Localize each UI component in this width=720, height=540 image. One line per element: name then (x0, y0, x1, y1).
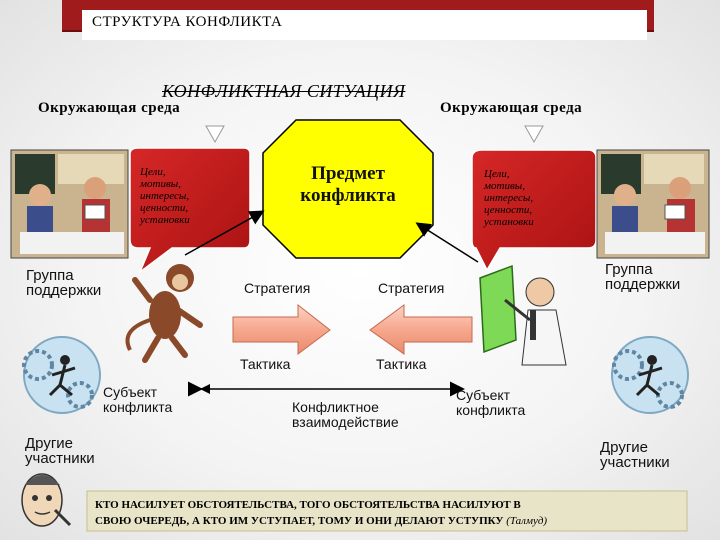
quote-box (86, 490, 688, 532)
quote-line2: СВОЮ ОЧЕРЕДЬ, А КТО ИМ УСТУПАЕТ, ТОМУ И … (95, 515, 504, 527)
quote-line1: КТО НАСИЛУЕТ ОБСТОЯТЕЛЬСТВА, ТОГО ОБСТОЯ… (95, 499, 521, 511)
conflict-interaction-line: взаимодействие (292, 414, 399, 430)
support-group-left: Группа поддержки (26, 268, 101, 298)
bubble-left-line: Цели, (140, 166, 166, 178)
quote-source: (Талмуд) (506, 515, 548, 527)
conflict-subject-right-line: конфликта (456, 402, 526, 418)
bubble-right-line: Цели, (484, 168, 510, 180)
lecturer-icon (479, 264, 567, 366)
triangle-left-icon (205, 125, 225, 144)
subject-label: Предмет конфликта (282, 163, 414, 207)
conflict-subject-left-line: конфликта (103, 399, 173, 415)
bubble-right-text: Цели, мотивы, интересы, ценности, устано… (484, 168, 534, 228)
page-title: СТРУКТУРА КОНФЛИКТА (92, 14, 283, 30)
support-group-right: Группа поддержки (605, 262, 680, 292)
conflict-subject-left-line: Субъект (103, 384, 158, 400)
bubble-left-line: мотивы, (140, 178, 181, 190)
other-participants-left-line: участники (25, 450, 95, 467)
title-bar-inner (82, 10, 647, 40)
bubble-right (471, 149, 597, 272)
tactics-right-label: Тактика (376, 356, 427, 372)
triangle-right-icon (524, 125, 544, 144)
subject-label-line2: конфликта (300, 185, 396, 206)
office-meeting-left-icon (10, 149, 129, 259)
support-group-right-line: Группа (605, 261, 653, 278)
bubble-right-line: интересы, (484, 192, 534, 204)
support-group-left-line: поддержки (26, 282, 102, 299)
support-group-left-line: Группа (26, 267, 74, 284)
subject-label-line1: Предмет (311, 163, 385, 184)
bubble-left-line: интересы, (140, 190, 190, 202)
conflict-interaction-label: Конфликтное взаимодействие (292, 400, 399, 430)
bubble-left-text: Цели, мотивы, интересы, ценности, устано… (140, 166, 190, 226)
quote-text: КТО НАСИЛУЕТ ОБСТОЯТЕЛЬСТВА, ТОГО ОБСТОЯ… (95, 497, 685, 529)
strategy-left-label: Стратегия (244, 280, 311, 296)
strategy-right-label: Стратегия (378, 280, 445, 296)
bubble-right-line: ценности, (484, 204, 533, 216)
arrow-to-subject-right (415, 222, 479, 263)
conflict-interaction-line: Конфликтное (292, 399, 379, 415)
conflict-subject-right-line: Субъект (456, 387, 511, 403)
other-participants-right-line: Другие (600, 439, 649, 456)
block-arrow-right (232, 303, 331, 355)
gears-running-man-right-icon (611, 336, 689, 414)
bubble-right-line: установки (484, 216, 534, 228)
support-group-right-line: поддержки (605, 276, 681, 293)
bubble-left-line: установки (140, 214, 190, 226)
conflict-subject-right: Субъект конфликта (456, 388, 525, 418)
bubble-right-line: мотивы, (484, 180, 525, 192)
arrow-to-subject-left (184, 210, 265, 256)
thinking-man-icon (21, 473, 72, 527)
gears-running-man-left-icon (22, 336, 101, 414)
block-arrow-left (369, 304, 473, 355)
other-participants-right: Другие участники (600, 440, 670, 470)
conflict-situation-label: КОНФЛИКТНАЯ СИТУАЦИЯ (162, 81, 406, 101)
other-participants-left-line: Другие (25, 435, 74, 452)
office-meeting-right-icon (596, 149, 710, 259)
bubble-left-line: ценности, (140, 202, 189, 214)
subject-octagon (262, 119, 434, 259)
environment-right-label: Окружающая среда (440, 100, 583, 116)
other-participants-right-line: участники (600, 454, 670, 471)
environment-left-label: Окружающая среда (38, 100, 181, 116)
monkey-icon (125, 264, 203, 363)
bubble-left (129, 147, 251, 275)
tactics-left-label: Тактика (240, 356, 291, 372)
other-participants-left: Другие участники (25, 436, 95, 466)
conflict-subject-left: Субъект конфликта (103, 385, 172, 415)
